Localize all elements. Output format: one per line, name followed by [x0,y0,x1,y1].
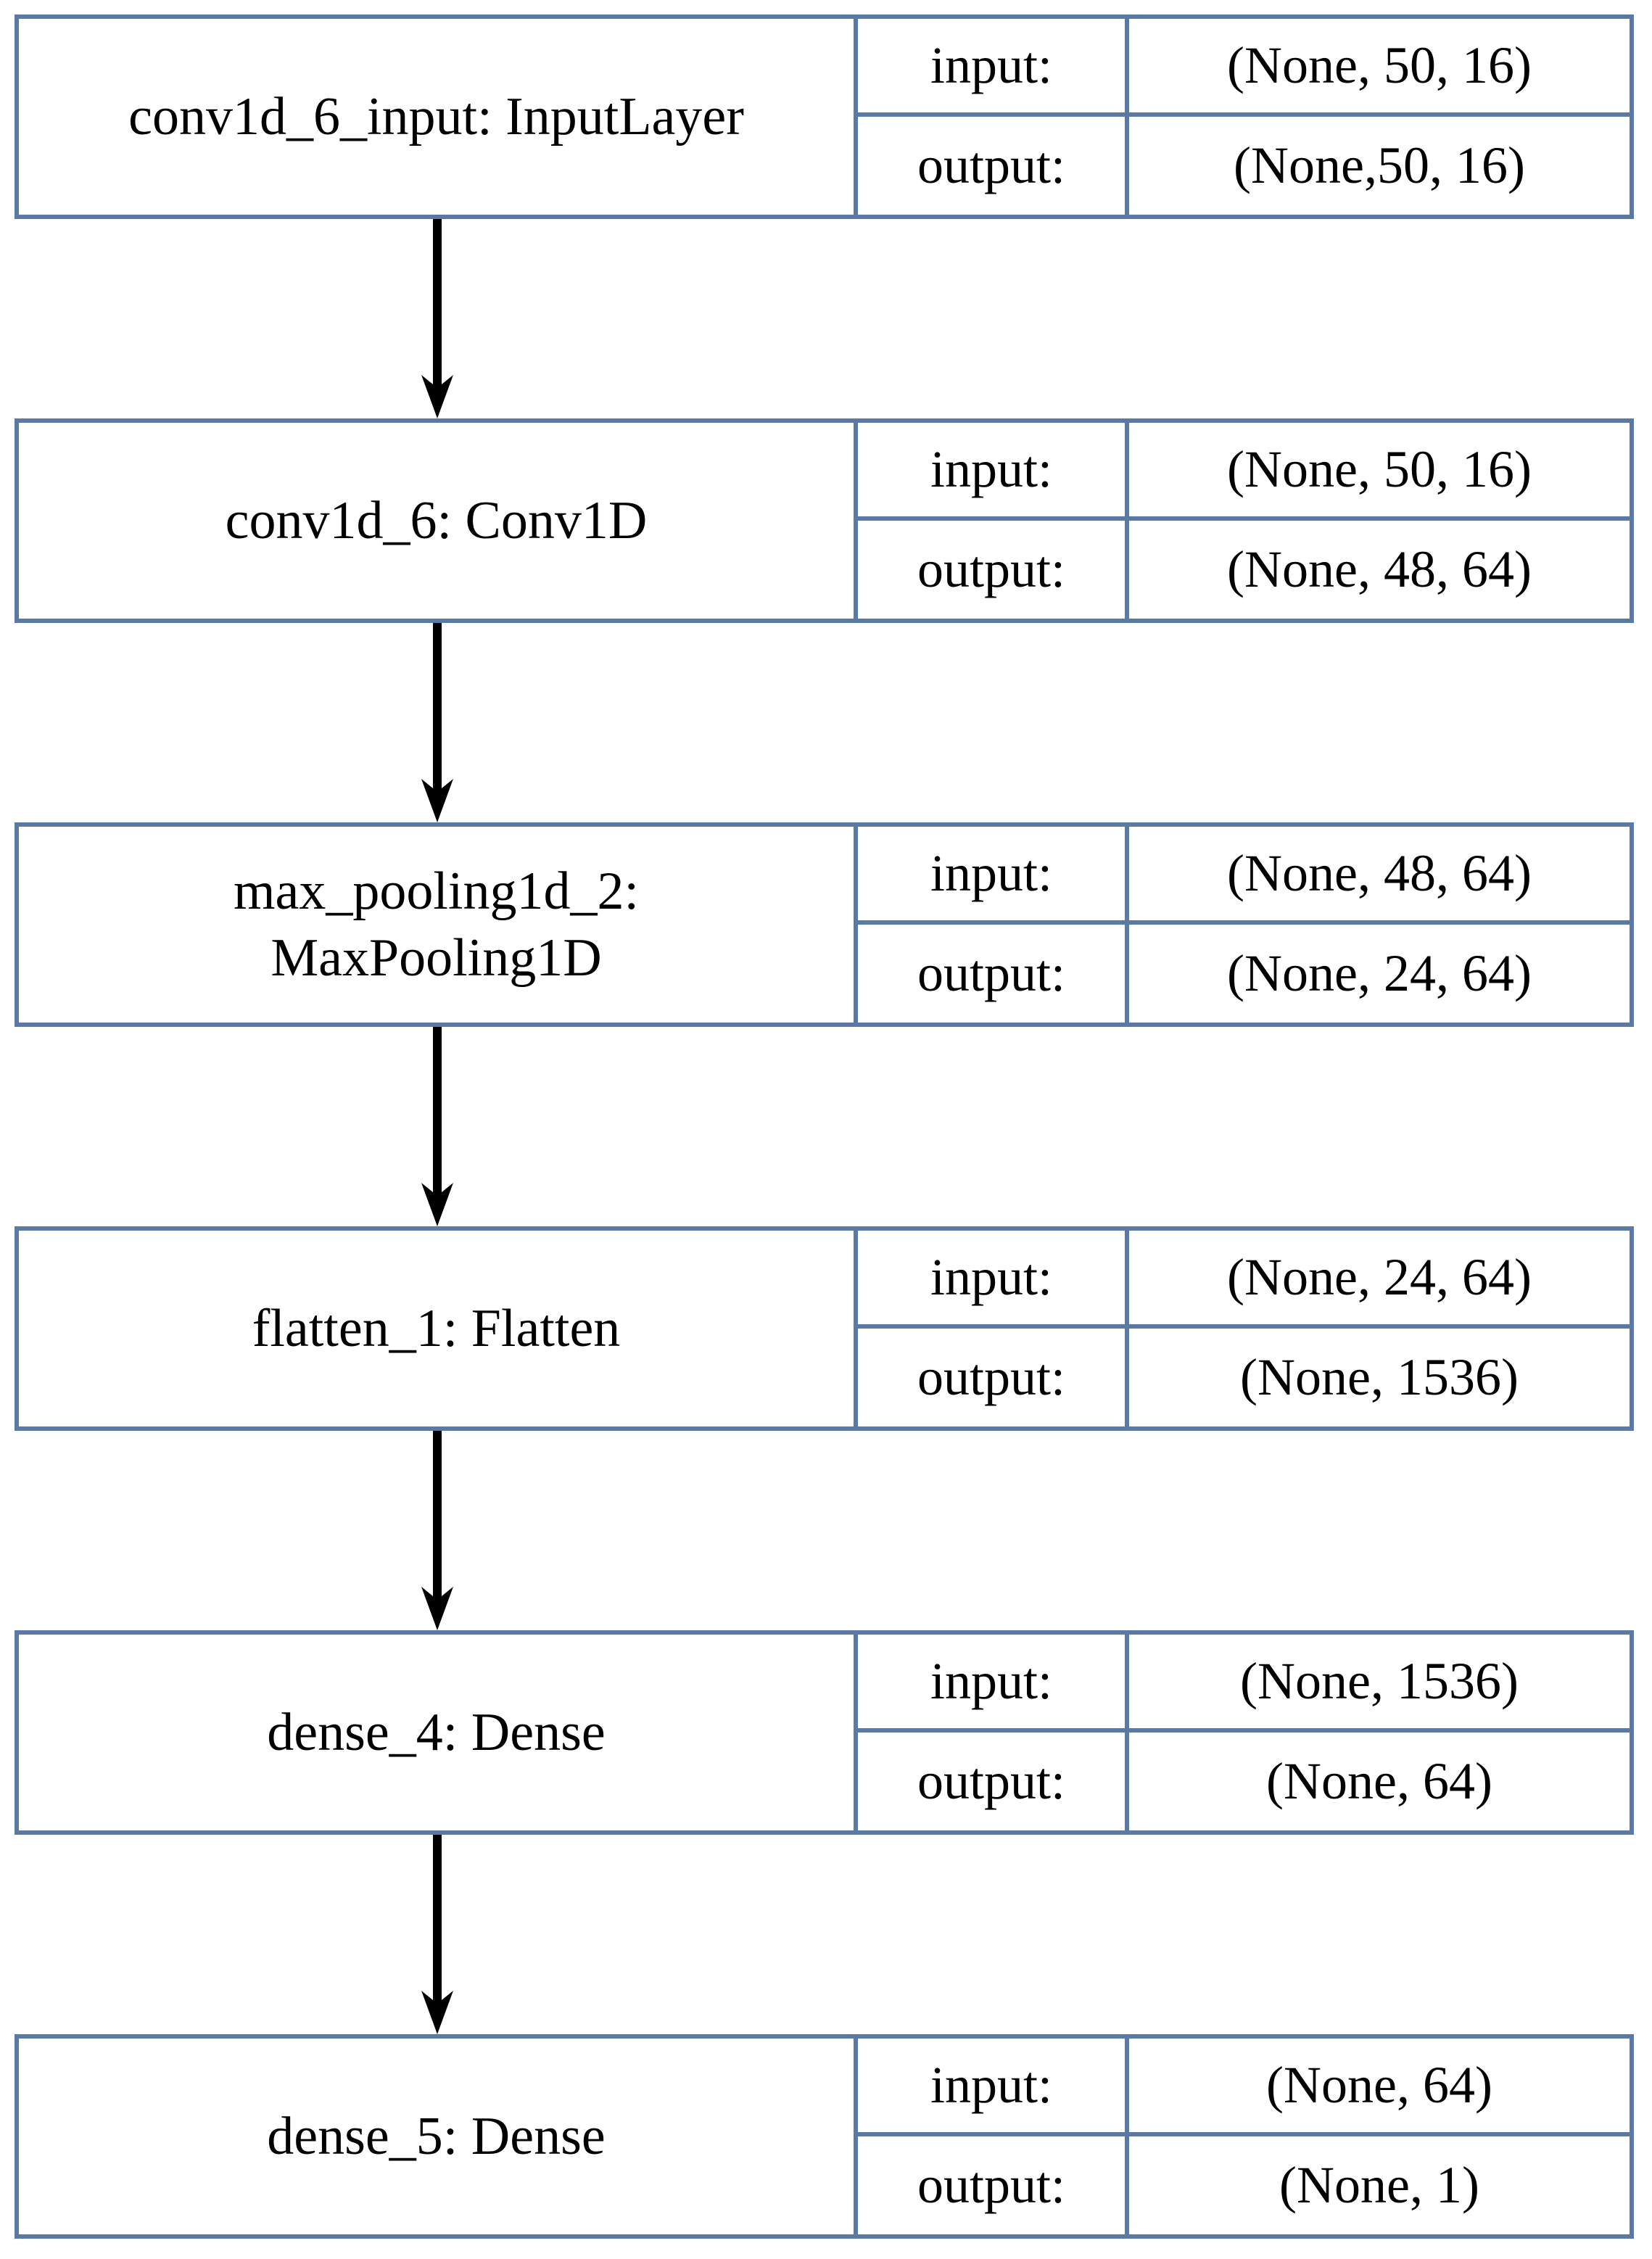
input-shape: (None, 48, 64) [1129,827,1630,925]
input-shape: (None, 50, 16) [1129,423,1630,521]
layer-box-dense5: dense_5: Dense input: (None, 64) output:… [15,2034,1634,2239]
input-label: input: [858,827,1129,925]
input-label: input: [858,1231,1129,1329]
output-shape: (None, 64) [1266,1752,1492,1810]
layer-box-maxpooling: max_pooling1d_2: MaxPooling1D input: (No… [15,822,1634,1027]
layer-box-dense4: dense_4: Dense input: (None, 1536) outpu… [15,1630,1634,1835]
output-label: output: [858,2136,1129,2234]
layer-name: flatten_1: Flatten [19,1231,858,1426]
output-label: output: [858,1733,1129,1830]
input-label: input: [858,2039,1129,2136]
flow-arrow [421,623,453,822]
output-label: output: [858,925,1129,1023]
layer-name: conv1d_6_input: InputLayer [19,19,858,215]
flow-arrow [421,1835,453,2034]
input-label: input: [858,19,1129,117]
input-shape: (None, 64) [1129,2039,1630,2136]
layer-name: dense_5: Dense [19,2039,858,2234]
output-shape: (None,50, 16) [1234,136,1525,194]
input-shape: (None, 24, 64) [1129,1231,1630,1329]
output-label: output: [858,521,1129,619]
input-shape: (None, 50, 16) [1129,19,1630,117]
output-shape: (None, 1) [1279,2156,1479,2214]
output-shape: (None, 24, 64) [1227,944,1532,1002]
flow-arrow [421,1431,453,1630]
output-label: output: [858,117,1129,215]
layer-box-input: conv1d_6_input: InputLayer input: (None,… [15,15,1634,219]
input-shape: (None, 1536) [1129,1635,1630,1733]
input-label: input: [858,1635,1129,1733]
output-label: output: [858,1329,1129,1426]
flow-arrow [421,219,453,418]
layer-name: max_pooling1d_2: MaxPooling1D [19,827,858,1023]
input-label: input: [858,423,1129,521]
output-shape: (None, 48, 64) [1227,540,1532,598]
layer-box-flatten: flatten_1: Flatten input: (None, 24, 64)… [15,1226,1634,1431]
layer-name: dense_4: Dense [19,1635,858,1830]
output-shape: (None, 1536) [1240,1348,1519,1406]
layer-name: conv1d_6: Conv1D [19,423,858,619]
layer-box-conv1d: conv1d_6: Conv1D input: (None, 50, 16) o… [15,418,1634,623]
flow-arrow [421,1027,453,1226]
